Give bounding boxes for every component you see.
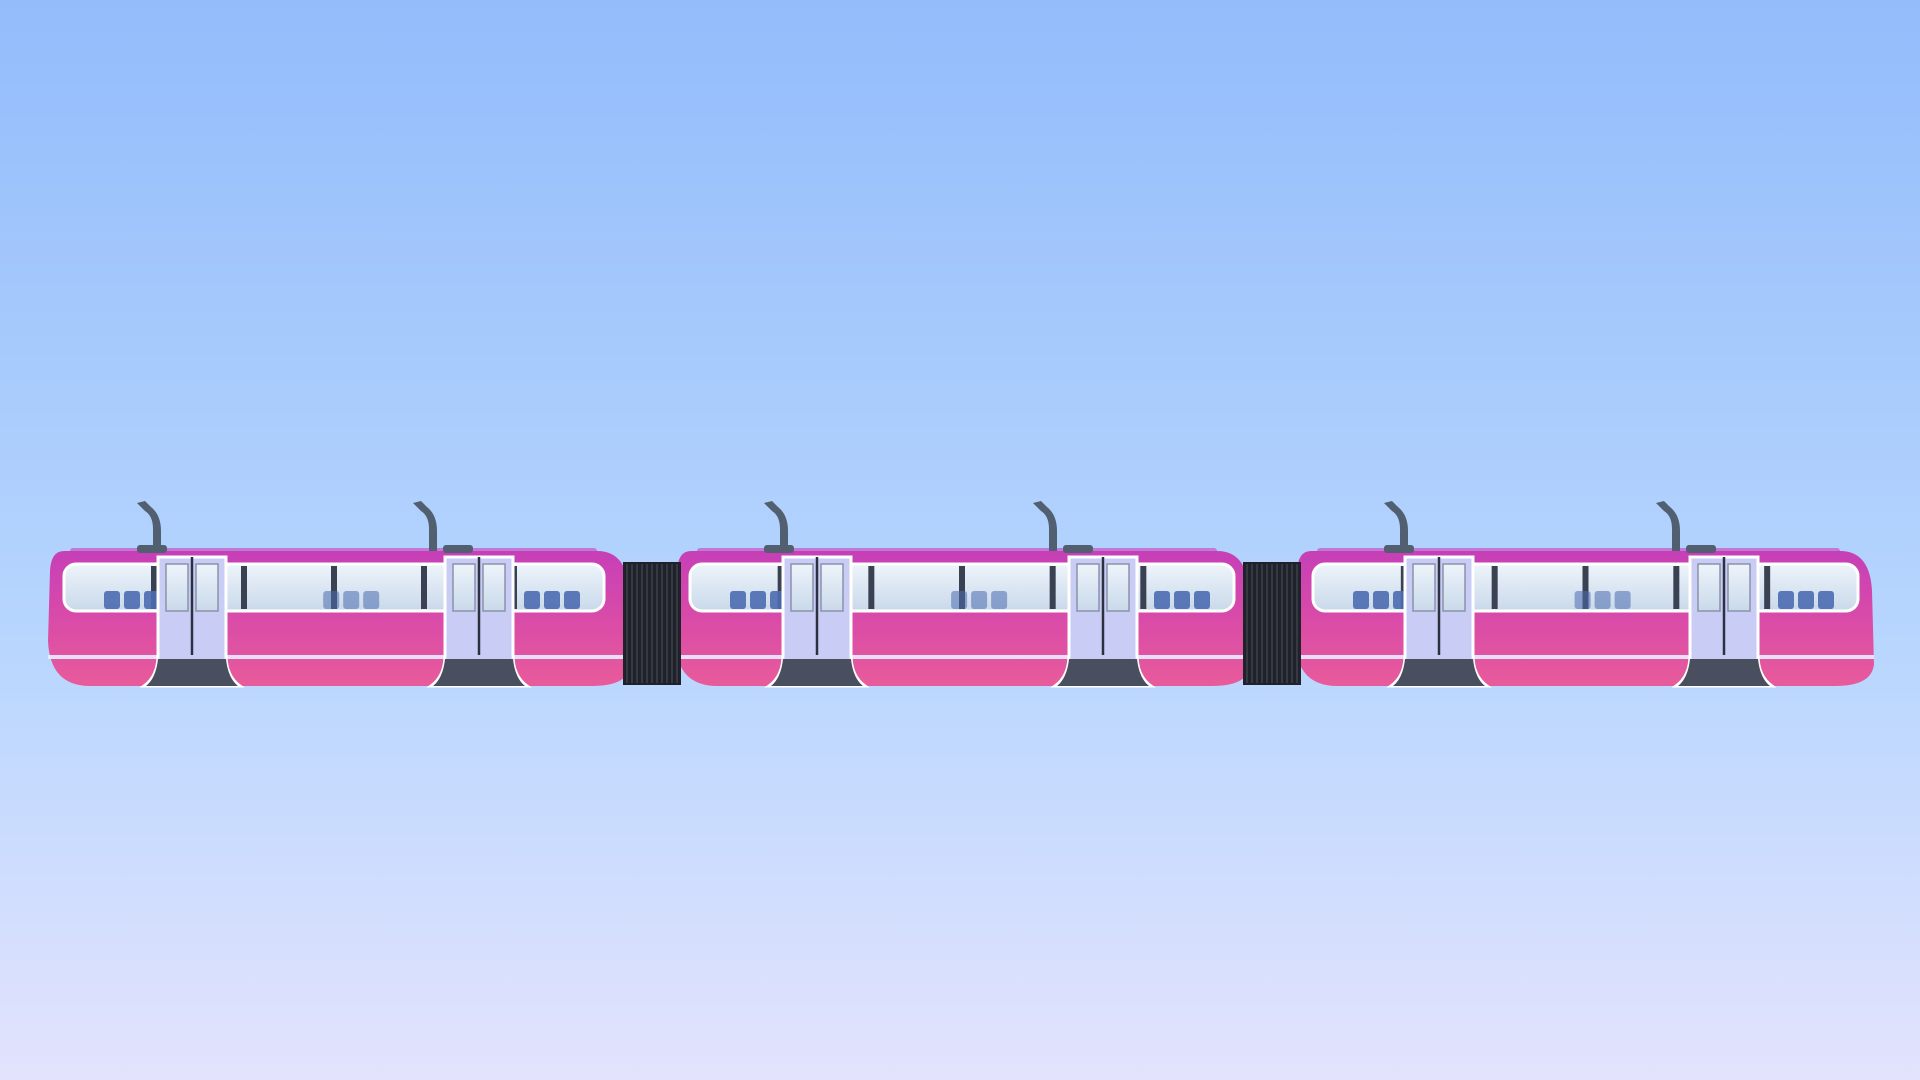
door-window: [1412, 563, 1436, 612]
door-2: [426, 555, 532, 688]
seat-icon: [343, 591, 360, 609]
door-skirt: [771, 659, 863, 686]
window-mullion: [1140, 566, 1147, 609]
door-2: [1050, 555, 1156, 688]
window-mullion: [777, 566, 784, 609]
seat-icon: [971, 591, 988, 609]
seat-icon: [1353, 591, 1369, 609]
body-stripe: [675, 655, 1251, 659]
seat-icon: [104, 591, 120, 609]
seat-icon: [1614, 591, 1631, 609]
door-skirt: [1393, 659, 1485, 686]
body-stripe: [1295, 655, 1874, 659]
train-car-1: [48, 501, 631, 688]
door-2: [1671, 555, 1777, 688]
door-1: [139, 555, 245, 688]
window-mullion: [241, 566, 247, 609]
seat-icon: [1373, 591, 1389, 609]
roof-bracket-icon: [1656, 501, 1680, 551]
seat-icon: [524, 591, 540, 609]
roof-bracket-icon: [1384, 501, 1408, 551]
seat-icon: [1574, 591, 1591, 609]
bellows-connector-icon: [623, 562, 681, 685]
window-mullion: [1049, 566, 1056, 609]
seat-icon: [991, 591, 1008, 609]
door-skirt: [433, 659, 525, 686]
train-car-2: [675, 501, 1251, 688]
bracket-base: [1063, 545, 1093, 553]
bracket-base: [1686, 545, 1716, 553]
bracket-base: [1384, 545, 1414, 553]
door-window: [452, 563, 476, 612]
door-1: [764, 555, 870, 688]
window-mullion: [1764, 566, 1771, 609]
seat-icon: [1174, 591, 1190, 609]
window-mullion: [1491, 566, 1498, 609]
window-mullion: [421, 566, 427, 609]
monorail-train: [48, 501, 1874, 688]
door-window: [790, 563, 814, 612]
roof-bracket-icon: [137, 501, 161, 551]
roof-bracket-icon: [764, 501, 788, 551]
seat-icon: [323, 591, 340, 609]
bracket-base: [137, 545, 167, 553]
window-mullion: [151, 566, 157, 609]
seat-icon: [124, 591, 140, 609]
window-mullion: [331, 566, 337, 609]
train-car-3: [1295, 501, 1874, 688]
window-mullion: [959, 566, 965, 609]
window-mullion: [1673, 566, 1680, 609]
door-window: [165, 563, 189, 612]
seat-icon: [544, 591, 560, 609]
seat-icon: [363, 591, 380, 609]
bellows-connector-icon: [1243, 562, 1301, 685]
door-skirt: [1057, 659, 1149, 686]
window-mullion: [1582, 566, 1589, 609]
seat-icon: [1818, 591, 1834, 609]
seat-icon: [1778, 591, 1794, 609]
door-window: [1442, 563, 1466, 612]
bracket-base: [443, 545, 473, 553]
door-window: [1697, 563, 1721, 612]
door-skirt: [1678, 659, 1770, 686]
seat-icon: [144, 591, 160, 609]
door-1: [1386, 555, 1492, 688]
seat-icon: [564, 591, 580, 609]
seat-icon: [1154, 591, 1170, 609]
door-window: [195, 563, 219, 612]
roof-bracket-icon: [413, 501, 437, 551]
door-window: [1076, 563, 1100, 612]
door-window: [820, 563, 844, 612]
window-mullion: [868, 566, 875, 609]
door-window: [1727, 563, 1751, 612]
roof-bracket-icon: [1033, 501, 1057, 551]
door-skirt: [146, 659, 238, 686]
seat-icon: [951, 591, 968, 609]
door-window: [1106, 563, 1130, 612]
body-stripe: [48, 655, 631, 659]
bracket-base: [764, 545, 794, 553]
seat-icon: [750, 591, 766, 609]
seat-icon: [1594, 591, 1611, 609]
seat-icon: [730, 591, 746, 609]
seat-icon: [1194, 591, 1210, 609]
door-window: [482, 563, 506, 612]
seat-icon: [1798, 591, 1814, 609]
